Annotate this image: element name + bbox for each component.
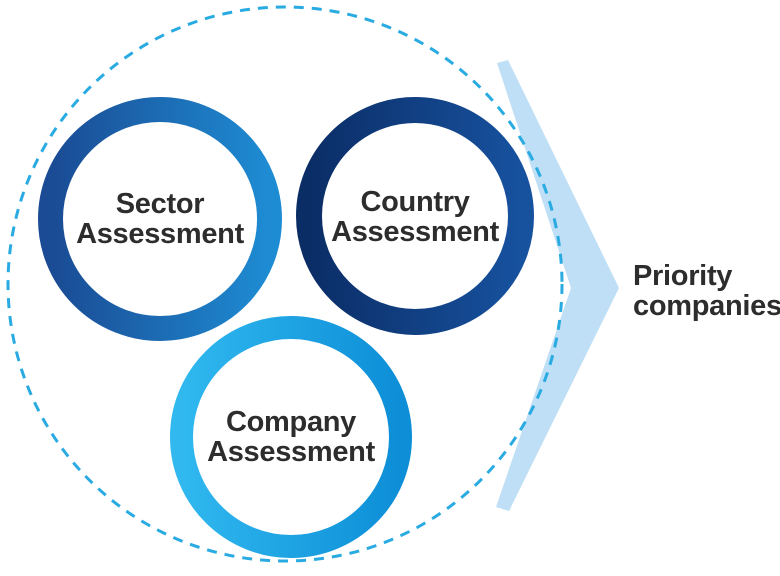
country-circle xyxy=(296,97,534,335)
sector-label-line2: Assessment xyxy=(76,218,245,250)
outer-dashed-circle xyxy=(6,5,564,563)
priority-companies-label-line2: companies xyxy=(633,290,780,322)
arrow-right-icon xyxy=(496,60,619,511)
country-label-line2: Assessment xyxy=(331,216,500,248)
priority-companies-label-line1: Priority xyxy=(633,260,732,292)
sector-circle xyxy=(38,97,282,341)
country-label-line1: Country xyxy=(360,186,469,218)
sector-label-line1: Sector xyxy=(116,188,204,220)
company-label-line1: Company xyxy=(226,406,356,438)
company-circle xyxy=(170,316,412,558)
company-label-line2: Assessment xyxy=(207,436,376,468)
